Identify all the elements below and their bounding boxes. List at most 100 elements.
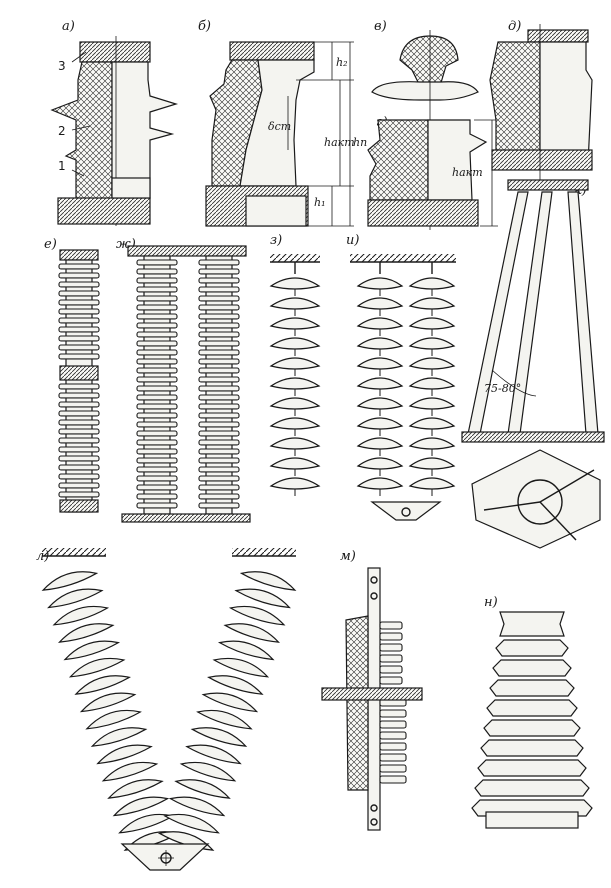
shed-rib (198, 367, 240, 374)
shed-ring (477, 759, 587, 777)
shed-rib (136, 277, 178, 284)
disc-shell (74, 675, 131, 695)
shed-rib (58, 383, 100, 390)
insulator-disc (163, 813, 220, 834)
disc-shell (41, 571, 99, 591)
insulator-disc (196, 709, 253, 730)
insulator-disc (408, 277, 456, 290)
shed-rib (136, 457, 178, 464)
fig-i-double-string: и) (346, 233, 456, 521)
insulator-disc (112, 796, 170, 817)
shed-rib (379, 665, 403, 674)
shed-rib (136, 475, 178, 482)
dim-h1: h₁ (314, 196, 326, 209)
top-terminal (527, 29, 589, 43)
disc-shell (57, 623, 115, 643)
insulator-disc (234, 588, 291, 609)
shed-rib (198, 268, 240, 275)
support-hatch-right (232, 548, 296, 556)
fig-zh-double-column: ж) (116, 237, 251, 523)
shed-rib (379, 742, 407, 751)
disc-shell (239, 571, 297, 591)
insulator-disc (57, 623, 115, 643)
shed-rib (198, 304, 240, 311)
shed-rib (379, 632, 403, 641)
disc-shell (185, 744, 242, 765)
fig-b-post-insulator: б) h₂ hакт hп δст h₁ (198, 19, 367, 227)
fig-d-bushing-insulator: д) (489, 19, 593, 180)
shed-rib (136, 358, 178, 365)
dim-hakt-b: hакт (324, 136, 355, 149)
shed-rib (136, 340, 178, 347)
shed-rib (198, 349, 240, 356)
disc-shell (107, 779, 164, 799)
insulator-discs-left (356, 277, 404, 496)
shed-rib (58, 308, 100, 315)
top-cap (79, 41, 151, 63)
shed-rib (58, 428, 100, 435)
insulator-disc (356, 357, 404, 370)
shed-ring (492, 659, 572, 677)
shed-rib (58, 326, 100, 333)
porcelain-outline (539, 41, 593, 165)
shed-rib (58, 455, 100, 462)
base-flange (491, 149, 593, 171)
shed-rib (198, 493, 240, 500)
dim-dst: δст (268, 120, 291, 133)
top-section (499, 611, 565, 637)
shed-ring (495, 639, 569, 657)
part-number-1: 1 (58, 159, 66, 173)
shed-rib (136, 331, 178, 338)
disc-shell (52, 605, 110, 626)
top-cap (229, 41, 315, 61)
shed-rib (136, 367, 178, 374)
insulator-disc (207, 675, 264, 695)
insulator-disc (408, 457, 456, 470)
shed-rib (198, 358, 240, 365)
shed-rib (136, 286, 178, 293)
fig-k-tripod-support: к) 75-80° (461, 179, 605, 549)
insulator-disc (269, 297, 321, 310)
top-flange (59, 249, 99, 261)
insulator-discs-right (408, 277, 456, 496)
fig-m-bushing: м) (321, 549, 423, 831)
shed-rib (198, 394, 240, 401)
disc-shell (79, 692, 137, 713)
insulator-disc (356, 317, 404, 330)
bushing-sheds (379, 621, 407, 784)
base-plate (121, 513, 251, 523)
right-column-sheds (198, 259, 240, 509)
shed-ring (486, 699, 578, 717)
insulator-disc (408, 337, 456, 350)
shed-rib (58, 299, 100, 306)
bottom-flange (59, 499, 99, 513)
disc-shell (190, 727, 248, 747)
porcelain-section (367, 119, 429, 201)
shed-rib (379, 709, 407, 718)
shed-rib (136, 394, 178, 401)
disc-shell (179, 761, 237, 782)
insulator-disc (101, 761, 159, 782)
base-beam (461, 431, 605, 443)
base-flange (57, 197, 151, 225)
insulator-disc (217, 640, 275, 661)
shed-rib (136, 430, 178, 437)
insulator-disc (269, 357, 321, 370)
shed-ring (489, 679, 575, 697)
shed-rib (58, 464, 100, 471)
insulator-disc (74, 675, 131, 695)
fig-z-suspension-string: з) (269, 233, 321, 496)
center-hub (517, 479, 563, 525)
insulator-disc (356, 457, 404, 470)
disc-shell (223, 623, 281, 643)
disc-shell (101, 761, 159, 782)
insulator-disc (356, 417, 404, 430)
insulator-disc (269, 397, 321, 410)
disc-shell (174, 779, 231, 799)
shed-rib (136, 439, 178, 446)
shed-rib (198, 457, 240, 464)
disc-shell (85, 709, 142, 730)
insulator-disc (269, 317, 321, 330)
fig-e-stacked-column: е) (44, 237, 100, 513)
